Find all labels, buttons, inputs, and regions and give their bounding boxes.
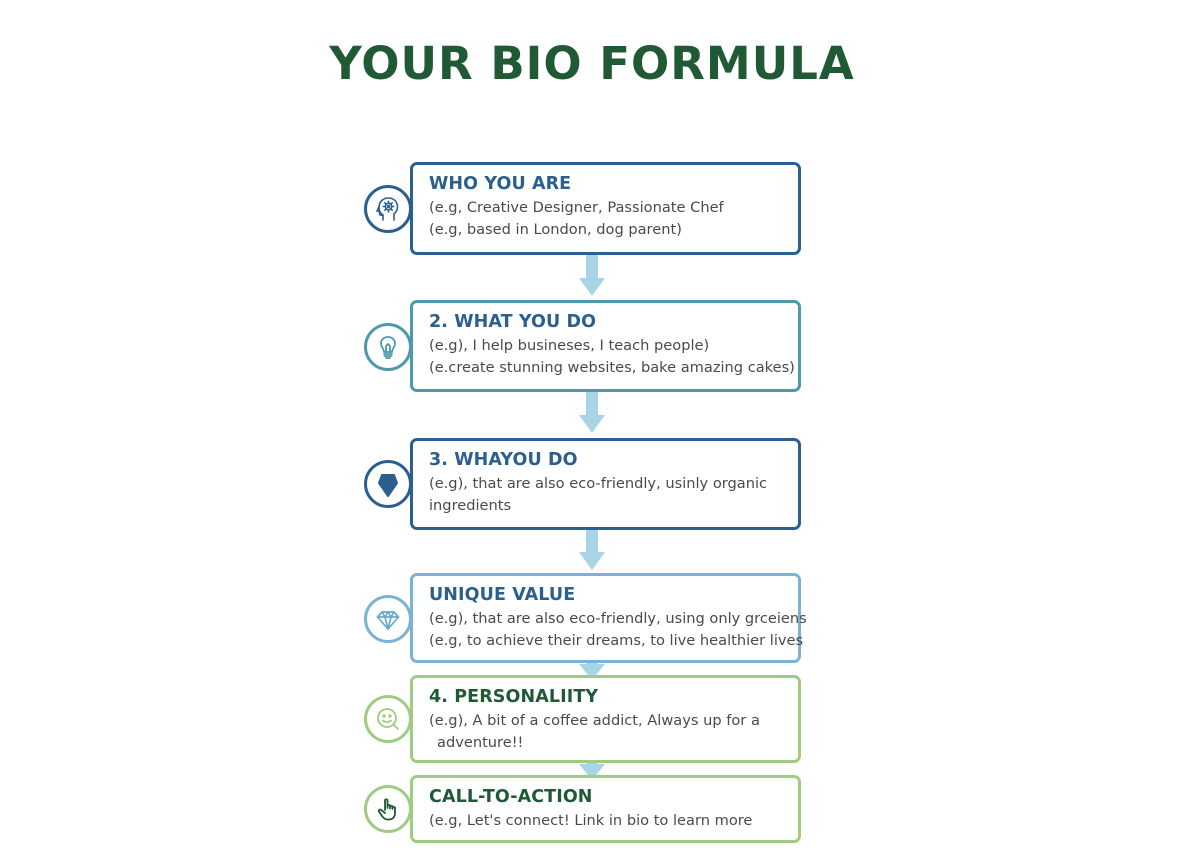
step-what-you-do: 2. WHAT YOU DO (e.g), I help busineses, … xyxy=(410,300,801,392)
step-line: (e.g), I help busineses, I teach people) xyxy=(429,337,710,354)
pointing-hand-icon xyxy=(364,785,412,833)
step-heading: UNIQUE VALUE xyxy=(429,585,576,605)
step-heading: 4. PERSONALIITY xyxy=(429,687,599,707)
diamond-icon xyxy=(364,595,412,643)
step-line: (e.g, based in London, dog parent) xyxy=(429,221,682,238)
step-who-you-are: WHO YOU ARE (e.g, Creative Designer, Pas… xyxy=(410,162,801,255)
step-what-you-do-3: 3. WHAYOU DO (e.g), that are also eco-fr… xyxy=(410,438,801,530)
step-personality: 4. PERSONALIITY (e.g), A bit of a coffee… xyxy=(410,675,801,763)
step-line: (e.create stunning websites, bake amazin… xyxy=(429,359,795,376)
step-line: (e.g, to achieve their dreams, to live h… xyxy=(429,632,804,649)
arrow-down-icon xyxy=(579,391,605,433)
arrow-down-icon xyxy=(579,660,605,680)
page-title: YOUR BIO FORMULA xyxy=(329,37,855,90)
arrow-down-icon xyxy=(579,760,605,780)
step-call-to-action: CALL-TO-ACTION (e.g, Let's connect! Link… xyxy=(410,775,801,843)
step-line: (e.g), A bit of a coffee addict, Always … xyxy=(429,712,760,729)
step-line: ingredients xyxy=(429,497,512,514)
step-line: (e.g), that are also eco-friendly, usinl… xyxy=(429,475,768,492)
lightbulb-icon xyxy=(364,323,412,371)
step-line: (e.g), that are also eco-friendly, using… xyxy=(429,610,807,627)
step-line: adventure!! xyxy=(437,734,524,751)
arrow-down-icon xyxy=(579,528,605,570)
gem-drop-icon xyxy=(364,460,412,508)
arrow-down-icon xyxy=(579,254,605,296)
step-heading: WHO YOU ARE xyxy=(429,174,572,194)
smiley-search-icon xyxy=(364,695,412,743)
head-gear-icon xyxy=(364,185,412,233)
step-heading: CALL-TO-ACTION xyxy=(429,787,593,807)
step-line: (e.g, Let's connect! Link in bio to lear… xyxy=(429,812,753,829)
step-line: (e.g, Creative Designer, Passionate Chef xyxy=(429,199,724,216)
step-heading: 2. WHAT YOU DO xyxy=(429,312,597,332)
step-heading: 3. WHAYOU DO xyxy=(429,450,578,470)
step-unique-value: UNIQUE VALUE (e.g), that are also eco-fr… xyxy=(410,573,807,663)
